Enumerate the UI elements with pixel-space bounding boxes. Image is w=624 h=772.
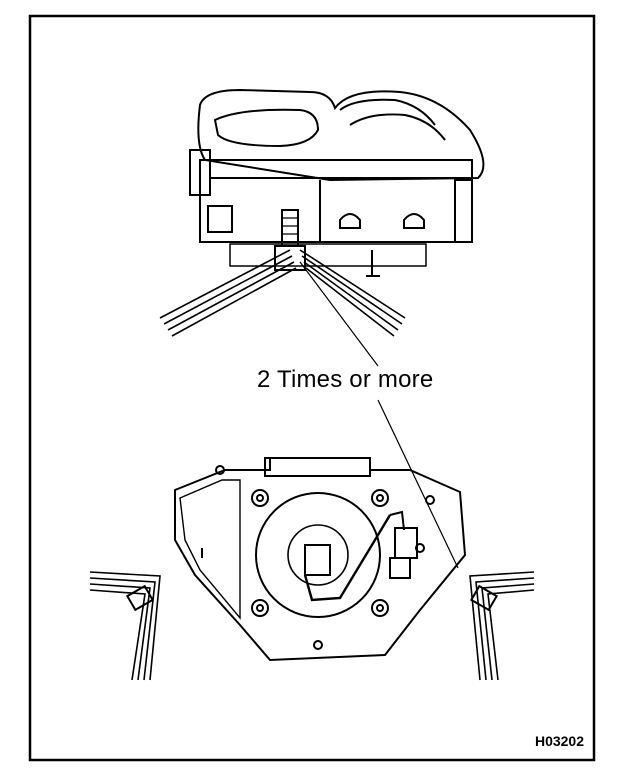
bolt-right <box>469 584 499 612</box>
housing-hole-2 <box>403 213 425 229</box>
steering-hub-front-view <box>89 457 535 681</box>
screw-3 <box>251 599 269 617</box>
bolt-shaft <box>281 209 299 247</box>
hub-plate <box>174 457 467 662</box>
bolt-left <box>125 584 155 612</box>
connector <box>304 544 331 576</box>
hub-top-tab <box>264 457 371 477</box>
housing-hole-1 <box>339 213 361 229</box>
screw-4 <box>371 599 389 617</box>
pad-cover-loop <box>213 108 320 148</box>
screw-1 <box>251 489 269 507</box>
hub-center-ring <box>255 492 381 618</box>
bracket-plate <box>229 243 427 267</box>
harness <box>303 514 392 602</box>
figure-id-label: H03202 <box>534 733 584 749</box>
wire-bundle-left-top <box>159 249 297 337</box>
wire-bundle-right-top <box>299 249 406 337</box>
wire-bundle-right-bottom <box>469 571 535 681</box>
wire-bundle-left-bottom <box>89 571 161 681</box>
steering-pad-side-view <box>159 88 485 337</box>
callout-leader-lines <box>299 261 459 569</box>
bolt-nut <box>274 245 306 271</box>
housing-slot-left <box>207 205 233 233</box>
figure-border <box>28 14 596 762</box>
screw-2 <box>371 489 389 507</box>
pad-cover <box>197 88 485 182</box>
connector-right <box>394 527 418 559</box>
callout-label: 2 Times or more <box>257 366 434 393</box>
